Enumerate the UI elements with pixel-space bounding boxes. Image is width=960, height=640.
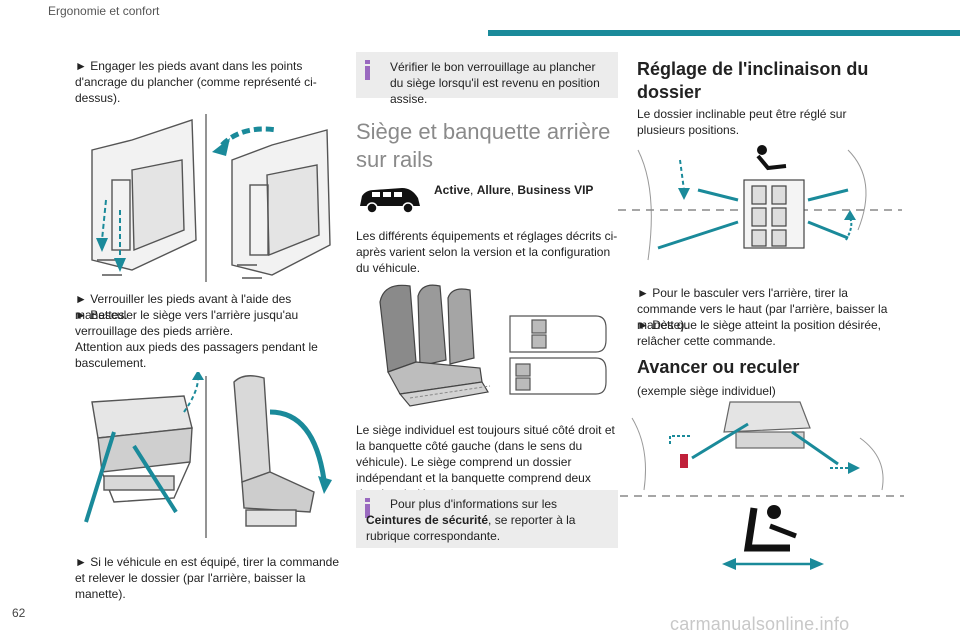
- version-allure: Allure: [476, 183, 511, 197]
- col1-paragraph-1: ► Engager les pieds avant dans les point…: [75, 59, 317, 105]
- figure-seat-feet-anchoring: [91, 114, 331, 282]
- car-silhouette-icon: [360, 188, 420, 214]
- info-icon: [365, 498, 370, 518]
- seat-belts-reference: Ceintures de sécurité: [366, 513, 489, 527]
- section-heading-recline: Réglage de l'inclinaison du dossier: [637, 59, 869, 102]
- section-heading-rear-seat: Siège et banquette arrière sur rails: [356, 119, 611, 172]
- version-active: Active: [434, 183, 471, 197]
- version-list: Active, Allure, Business VIP: [434, 183, 594, 197]
- col3-paragraph-2a: ► Pour le basculer vers l'arrière, tirer…: [637, 286, 888, 332]
- version-business-vip: Business VIP: [517, 183, 594, 197]
- seat-recline-icon: [756, 145, 787, 171]
- col3-paragraph-2b: ► Dès que le siège atteint la position d…: [637, 318, 882, 348]
- figure-rear-seats-layout: [379, 284, 607, 407]
- col1-paragraph-2c: Attention aux pieds des passagers pendan…: [75, 340, 318, 370]
- header-accent-bar: [488, 30, 960, 36]
- col1-paragraph-2a: ► Verrouiller les pieds avant à l'aide d…: [75, 292, 292, 322]
- col2-paragraph-1: Les différents équipements et réglages d…: [356, 229, 618, 275]
- note-verify-lock: Vérifier le bon verrouillage au plancher…: [356, 52, 618, 106]
- page-number: 62: [12, 606, 26, 620]
- section-heading-forward-back: Avancer ou reculer: [637, 357, 800, 377]
- col1-paragraph-2b: ► Basculer le siège vers l'arrière jusqu…: [75, 308, 299, 338]
- running-header: Ergonomie et confort: [48, 4, 160, 18]
- note-verify-lock-text: Vérifier le bon verrouillage au plancher…: [390, 60, 600, 106]
- col1-paragraph-3: ► Si le véhicule en est équipé, tirer la…: [75, 555, 340, 601]
- seat-slide-icon: [722, 505, 824, 570]
- figure-seat-tilting-backrest: [84, 372, 332, 538]
- note-seat-belts-text: Pour plus d'informations sur les Ceintur…: [366, 497, 576, 543]
- watermark: carmanualsonline.info: [670, 614, 850, 634]
- info-icon: [365, 60, 370, 80]
- col3-paragraph-3: (exemple siège individuel): [637, 384, 776, 398]
- figure-slide-control: [620, 401, 904, 570]
- col3-paragraph-1: Le dossier inclinable peut être réglé su…: [637, 107, 847, 137]
- note-seat-belts: Pour plus d'informations sur les Ceintur…: [356, 490, 618, 548]
- figure-recline-control: [618, 145, 902, 261]
